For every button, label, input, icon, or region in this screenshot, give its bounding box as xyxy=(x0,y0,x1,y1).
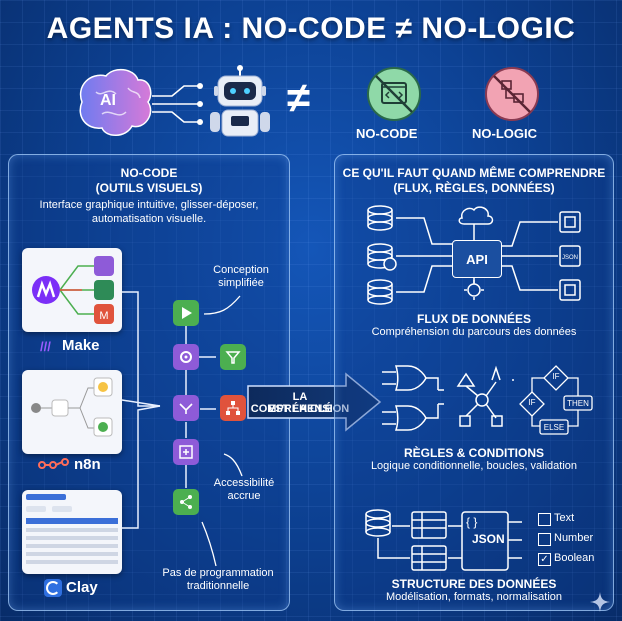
checkbox-number xyxy=(538,533,551,546)
api-box xyxy=(452,240,502,278)
merge-icon xyxy=(173,395,199,421)
sparkle-icon xyxy=(590,592,610,612)
annotation-conception-1: Conception xyxy=(213,264,269,276)
understanding-heading: CE QU'IL FAUT QUAND MÊME COMPRENDRE xyxy=(342,166,606,180)
no-code-icon xyxy=(366,66,422,122)
hierarchy-icon xyxy=(220,395,246,421)
settings-icon xyxy=(173,344,199,370)
svg-text:JSON: JSON xyxy=(562,255,578,261)
clay-logo-icon xyxy=(44,579,62,597)
brain-icon xyxy=(79,65,270,137)
clay-card xyxy=(22,490,122,574)
make-logo-icon: /// xyxy=(40,339,51,354)
n8n-logo-icon xyxy=(38,458,72,472)
flow-connectors xyxy=(121,291,216,529)
no-code-desc-2: automatisation visuelle. xyxy=(91,213,207,225)
no-code-label: NO-CODE xyxy=(356,126,418,141)
then-label: THEN xyxy=(567,399,589,408)
annotation-arrows xyxy=(201,295,243,567)
add-icon xyxy=(173,439,199,465)
annotation-access-2: accrue xyxy=(227,490,261,502)
n8n-label: n8n xyxy=(74,456,101,473)
not-equal-sign: ≠ xyxy=(287,74,311,121)
logic-gates-diagram xyxy=(382,365,514,431)
no-code-desc-1: Interface graphique intuitive, glisser-d… xyxy=(39,199,259,211)
make-card: M xyxy=(22,248,122,332)
if-then-else-diagram xyxy=(519,365,593,435)
database-icon xyxy=(367,205,393,231)
svg-text:M: M xyxy=(99,310,108,322)
brace-icon: { } xyxy=(466,515,478,529)
data-flow-diagram: JSON xyxy=(367,205,581,305)
n8n-card xyxy=(22,370,122,454)
robot-icon xyxy=(210,65,270,137)
annotation-conception-2: simplifiée xyxy=(218,277,264,289)
else-label: ELSE xyxy=(543,423,565,432)
annotation-pas-1: Pas de programmation xyxy=(162,567,274,579)
if-label-2: IF xyxy=(528,398,536,407)
center-arrow xyxy=(246,372,382,432)
api-label: API xyxy=(466,252,488,267)
ai-robot-illustration: AI xyxy=(72,64,302,142)
make-label: Make xyxy=(62,337,100,354)
rules-desc: Logique conditionnelle, boucles, validat… xyxy=(370,460,578,472)
no-code-subheading: (OUTILS VISUELS) xyxy=(95,181,203,195)
center-arrow-line-2: EST LA CLÉ xyxy=(268,403,332,415)
flux-desc: Compréhension du parcours des données xyxy=(371,326,577,338)
no-code-heading: NO-CODE xyxy=(120,166,178,180)
flux-title: FLUX DE DONNÉES xyxy=(416,312,531,326)
page-title: AGENTS IA : NO-CODE ≠ NO-LOGIC xyxy=(46,12,576,45)
filter-icon xyxy=(220,344,246,370)
annotation-access-1: Accessibilité xyxy=(213,477,275,489)
type-boolean: Boolean xyxy=(554,552,595,564)
json-label: JSON xyxy=(472,532,505,546)
checkbox-boolean-checked-icon: ✓ xyxy=(538,553,551,566)
type-number: Number xyxy=(554,532,594,544)
struct-desc: Modélisation, formats, normalisation xyxy=(385,591,563,603)
no-logic-label: NO-LOGIC xyxy=(472,126,537,141)
play-icon xyxy=(173,300,199,326)
ai-label: AI xyxy=(100,92,116,109)
annotation-pas-2: traditionnelle xyxy=(186,580,250,592)
rules-title: RÈGLES & CONDITIONS xyxy=(403,446,544,460)
share-icon xyxy=(173,489,199,515)
data-structure-diagram xyxy=(365,509,522,571)
center-arrow-line-1: LA COMPRÉHENSION xyxy=(250,391,350,415)
if-label-1: IF xyxy=(552,372,560,381)
no-logic-icon xyxy=(484,66,540,122)
understanding-subheading: (FLUX, RÈGLES, DONNÉES) xyxy=(393,181,555,195)
clay-label: Clay xyxy=(66,579,98,596)
type-text: Text xyxy=(554,512,575,524)
checkbox-text xyxy=(538,513,551,526)
struct-title: STRUCTURE DES DONNÉES xyxy=(391,577,557,591)
